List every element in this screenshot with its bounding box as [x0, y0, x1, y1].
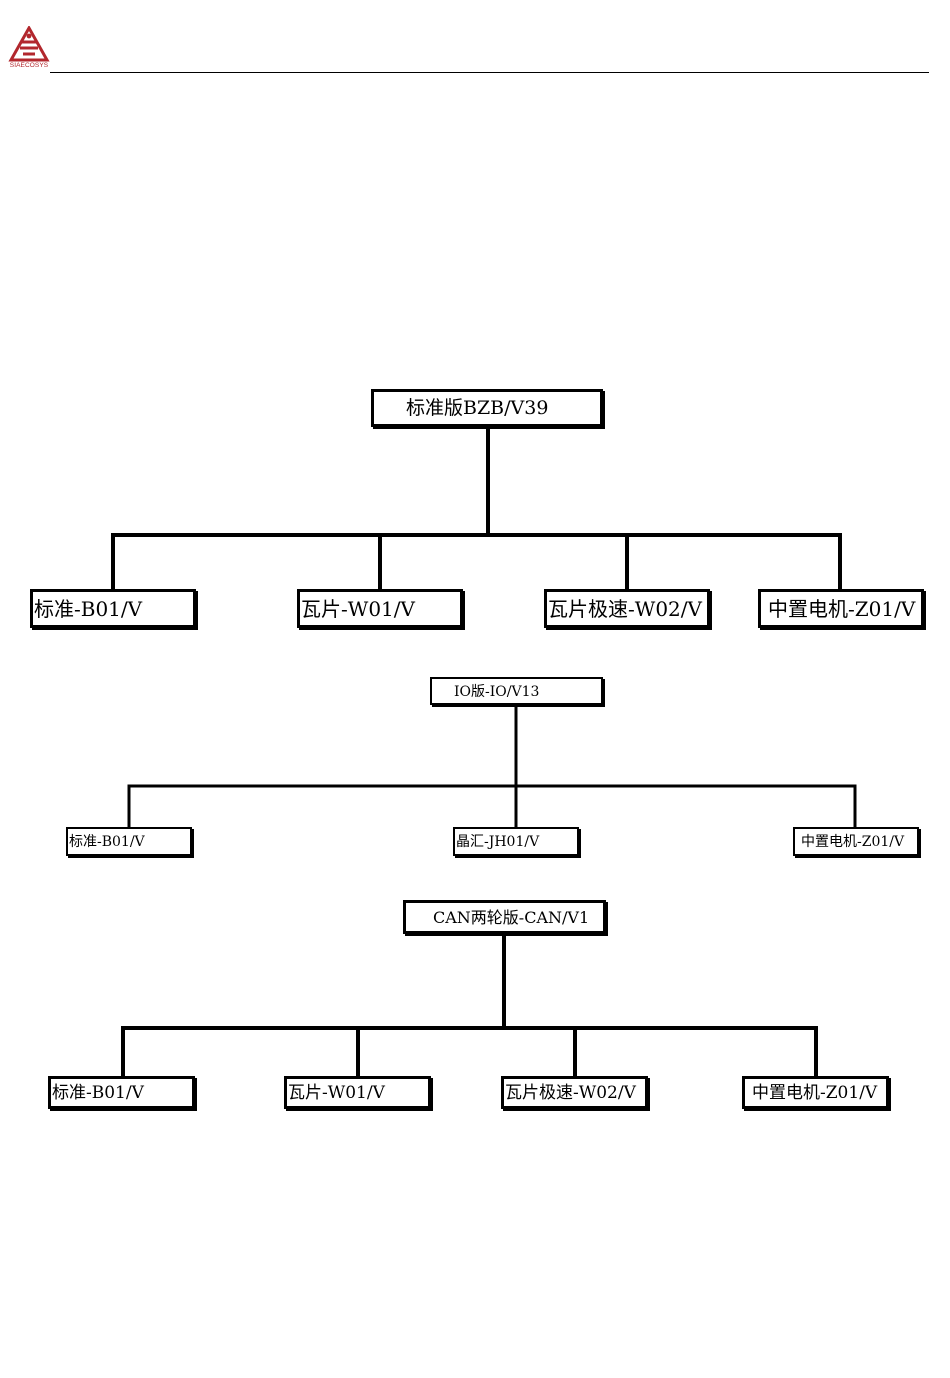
d1-child-label: 瓦片-W01/V: [301, 599, 415, 619]
d2-child-node: 中置电机-Z01/V: [793, 827, 919, 856]
d1-root-node: 标准版BZB/V39: [371, 389, 603, 427]
d1-child-node: 标准-B01/V: [30, 589, 196, 628]
d1-child-label: 瓦片极速-W02/V: [548, 599, 702, 619]
d3-child-node: 瓦片-W01/V: [284, 1076, 431, 1109]
d2-child-label: 中置电机-Z01/V: [801, 835, 904, 849]
d2-child-node: 标准-B01/V: [66, 827, 192, 856]
d2-child-node: 晶汇-JH01/V: [453, 827, 579, 856]
d3-child-label: 瓦片极速-W02/V: [505, 1085, 636, 1102]
d1-child-label: 标准-B01/V: [34, 599, 142, 619]
d3-root-label: CAN两轮版-CAN/V1: [433, 910, 589, 926]
d1-child-node: 中置电机-Z01/V: [758, 589, 924, 628]
d3-child-node: 标准-B01/V: [48, 1076, 195, 1109]
d2-root-node: IO版-IO/V13: [430, 677, 603, 705]
d1-child-label: 中置电机-Z01/V: [768, 599, 915, 619]
d2-child-label: 晶汇-JH01/V: [456, 835, 539, 849]
d1-child-node: 瓦片-W01/V: [297, 589, 463, 628]
d2-child-label: 标准-B01/V: [69, 835, 145, 849]
d3-child-label: 标准-B01/V: [52, 1085, 144, 1102]
d3-child-label: 中置电机-Z01/V: [752, 1085, 877, 1102]
d1-child-node: 瓦片极速-W02/V: [544, 589, 710, 628]
d3-root-node: CAN两轮版-CAN/V1: [403, 900, 606, 934]
d1-root-label: 标准版BZB/V39: [406, 399, 548, 418]
d2-root-label: IO版-IO/V13: [454, 685, 539, 699]
d3-child-node: 瓦片极速-W02/V: [501, 1076, 648, 1109]
d3-child-node: 中置电机-Z01/V: [742, 1076, 889, 1109]
d3-child-label: 瓦片-W01/V: [288, 1085, 385, 1102]
